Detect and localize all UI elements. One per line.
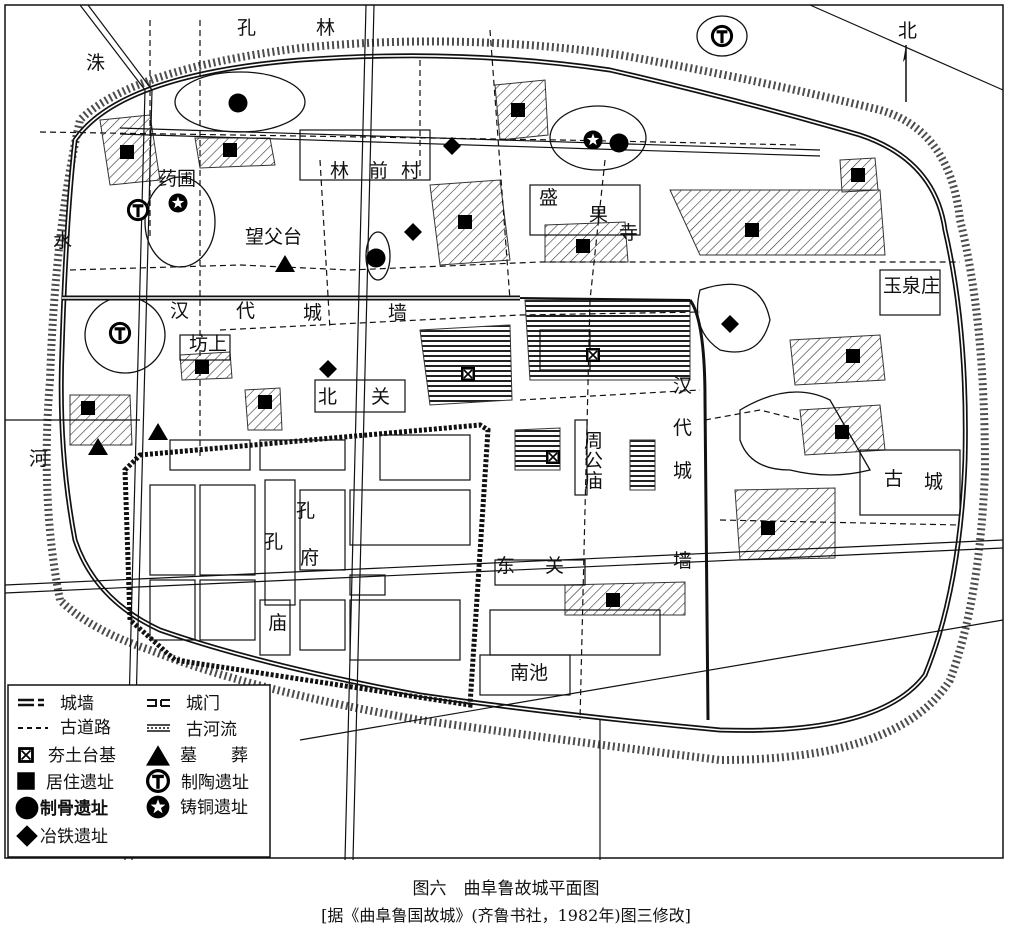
label-shengguosi: 盛 xyxy=(539,187,558,209)
label-han-wall: 城 xyxy=(303,302,322,324)
legend: 城墙 城门 古道路 古河流 夯土台基 墓 葬 居住遗址 制陶遗址 制骨遗址 铸铜… xyxy=(7,684,271,858)
pottery-site-icon xyxy=(710,24,734,48)
legend-tomb: 墓 葬 xyxy=(180,746,248,766)
label-shengguosi: 寺 xyxy=(619,222,638,244)
label-gucheng: 城 xyxy=(924,471,943,493)
label-yuquanzhuang: 玉泉庄 xyxy=(883,275,940,297)
ancient-roads xyxy=(39,20,961,721)
pottery-site-icon xyxy=(126,198,150,222)
label-yaopu: 药圃 xyxy=(158,168,196,190)
rammed-earth-icon xyxy=(17,746,35,764)
label-han-wall-east: 城 xyxy=(673,460,692,482)
legend-ancient-road: 古道路 xyxy=(18,718,111,738)
label-han-wall-east: 汉 xyxy=(673,375,692,397)
pottery-site-icon xyxy=(108,321,132,345)
label-dongguan: 东 xyxy=(496,555,515,577)
label-wangfutai: 望父台 xyxy=(245,226,302,248)
label-zhougongmiao: 周 xyxy=(584,430,603,452)
north-arrow: 北 xyxy=(898,20,917,102)
residence-site-icon xyxy=(835,425,849,439)
bone-workshop-icon xyxy=(15,796,39,820)
residence-site-icon xyxy=(606,593,620,607)
label-beiguan: 关 xyxy=(371,386,390,408)
pottery-site-icon xyxy=(145,768,171,794)
place-labels: 孔 林 洙 水 河 药圃 望父台 林 前 村 盛 果 寺 玉泉庄 汉 代 城 墙… xyxy=(29,17,943,684)
legend-rammed-earth: 夯土台基 xyxy=(48,746,116,766)
inner-city-wall xyxy=(122,422,491,708)
building-blocks xyxy=(149,129,961,696)
label-han-wall: 墙 xyxy=(388,302,407,324)
label-kongmiao: 孔 xyxy=(264,531,283,553)
label-han-wall-east: 代 xyxy=(673,417,692,439)
legend-city-wall: 城墙 xyxy=(18,694,94,714)
bone-workshop-icon xyxy=(366,248,386,268)
rammed-earth-icon xyxy=(585,347,601,363)
label-kongfu: 府 xyxy=(300,547,319,569)
label-han-wall: 代 xyxy=(236,300,255,322)
bronze-casting-icon xyxy=(583,130,603,150)
bronze-casting-icon xyxy=(146,795,170,819)
residence-site-icon xyxy=(258,395,272,409)
residence-site-icon xyxy=(17,772,35,790)
label-han-wall: 汉 xyxy=(170,300,189,322)
bone-workshop-icon xyxy=(609,133,629,153)
rammed-earth-icon xyxy=(545,449,561,465)
residence-site-icon xyxy=(576,239,590,253)
figure-source-note: [据《曲阜鲁国故城》(齐鲁书社，1982年)图三修改] xyxy=(321,906,691,925)
legend-pottery: 制陶遗址 xyxy=(181,773,249,793)
label-linqiancun: 村 xyxy=(401,160,420,182)
label-zhushui-river: 河 xyxy=(29,448,48,470)
residence-site-icon xyxy=(458,215,472,229)
han-city-wall xyxy=(62,295,710,721)
label-zhougongmiao: 庙 xyxy=(584,470,603,492)
north-label: 北 xyxy=(898,20,917,42)
legend-ancient-river: 古河流 xyxy=(147,720,237,740)
residence-site-icon xyxy=(81,401,95,415)
svg-text:城门: 城门 xyxy=(186,694,220,714)
label-linqiancun: 前 xyxy=(369,160,388,182)
label-fangshang: 坊上 xyxy=(189,333,227,355)
label-kongmiao: 庙 xyxy=(268,612,287,634)
legend-bone-workshop: 制骨遗址 xyxy=(40,798,108,819)
label-konglin: 林 xyxy=(316,17,335,39)
bronze-casting-icon xyxy=(168,193,188,213)
label-beiguan: 北 xyxy=(318,386,337,408)
label-zhushui-river: 洙 xyxy=(86,52,105,74)
legend-bronze-casting: 铸铜遗址 xyxy=(180,798,248,818)
legend-residence: 居住遗址 xyxy=(46,773,114,793)
residence-site-icon xyxy=(511,103,525,117)
legend-iron-smelting: 冶铁遗址 xyxy=(40,827,108,847)
modern-roads xyxy=(4,4,1004,861)
svg-text:古道路: 古道路 xyxy=(60,718,111,738)
label-zhougongmiao: 公 xyxy=(584,450,603,472)
residence-site-icon xyxy=(195,360,209,374)
label-shengguosi: 果 xyxy=(589,204,608,226)
label-zhushui-river: 水 xyxy=(53,230,72,252)
label-dongguan: 关 xyxy=(545,555,564,577)
residence-site-icon xyxy=(120,145,134,159)
residence-site-icon xyxy=(851,168,865,182)
label-han-wall-east: 墙 xyxy=(673,550,692,572)
label-konglin: 孔 xyxy=(237,17,256,39)
label-kongfu: 孔 xyxy=(296,500,315,522)
figure-caption: 图六 曲阜鲁故城平面图 xyxy=(412,879,600,899)
legend-city-gate: 城门 xyxy=(147,694,220,714)
svg-text:古河流: 古河流 xyxy=(186,720,237,740)
bone-workshop-icon xyxy=(228,93,248,113)
svg-text:城墙: 城墙 xyxy=(60,694,94,714)
residence-site-icon xyxy=(846,349,860,363)
residence-site-icon xyxy=(761,521,775,535)
residence-site-icon xyxy=(223,143,237,157)
residence-site-icon xyxy=(745,223,759,237)
label-gucheng: 古 xyxy=(884,468,903,490)
label-linqiancun: 林 xyxy=(330,160,349,182)
rammed-earth-icon xyxy=(460,366,476,382)
lu-city-plan-map: 北 孔 林 洙 水 河 药圃 望父台 林 前 村 盛 果 寺 玉泉庄 汉 代 城… xyxy=(4,4,1004,861)
label-nanchi: 南池 xyxy=(510,662,548,684)
